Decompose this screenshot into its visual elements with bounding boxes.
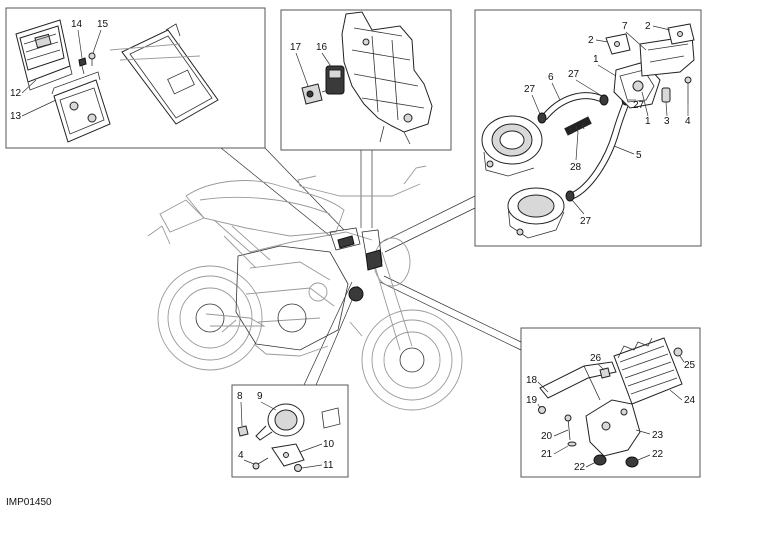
horn-mount-tab [321, 407, 341, 429]
callout-2: 2 [588, 35, 594, 46]
callout-6: 6 [548, 72, 554, 83]
bracket-2-right [667, 23, 695, 45]
nut-25 [673, 347, 683, 357]
callout-27: 27 [568, 69, 580, 80]
hose-6 [541, 92, 606, 121]
callout-20: 20 [541, 431, 553, 442]
callout-4: 4 [685, 116, 691, 127]
ecu-cover-exploded [109, 23, 219, 125]
spacer-3 [661, 87, 671, 103]
detail-frame-ecu [5, 7, 266, 149]
callout-7: 7 [622, 21, 628, 32]
callout-1: 1 [593, 54, 599, 65]
callout-4-horn: 4 [238, 450, 244, 461]
callout-17: 17 [290, 42, 302, 53]
callout-14: 14 [71, 19, 83, 30]
callout-22: 22 [574, 462, 586, 473]
detail-frame-regulator [520, 327, 701, 478]
callout-27c: 27 [633, 100, 645, 111]
callout-11: 11 [323, 460, 334, 471]
callout-22b: 22 [652, 449, 664, 460]
callout-15: 15 [97, 19, 109, 30]
ecu-unit-12 [15, 19, 73, 91]
callout-21: 21 [541, 449, 553, 460]
bracket-18 [539, 361, 617, 401]
throttle-body-lower [507, 187, 565, 239]
callout-1b: 1 [645, 116, 651, 127]
screw-4-horn [252, 457, 269, 470]
regulator-24 [613, 337, 683, 405]
callout-labels: 14 15 12 13 17 16 2 2 7 1 27 6 27 27 1 3… [10, 19, 696, 473]
detail-frame-horn [231, 384, 349, 478]
sleeve-28 [564, 116, 592, 136]
relay-16 [325, 65, 345, 95]
callout-24: 24 [684, 395, 696, 406]
ecu-screw-15 [88, 52, 96, 66]
callout-27d: 27 [580, 216, 592, 227]
callout-10: 10 [323, 439, 335, 450]
callout-18: 18 [526, 375, 538, 386]
callout-8: 8 [237, 391, 243, 402]
callout-25: 25 [684, 360, 696, 371]
connector-26 [599, 367, 611, 379]
callout-3: 3 [664, 116, 670, 127]
screw-4-panel [684, 76, 692, 104]
regulator-plate-23 [585, 399, 641, 457]
washer-21 [567, 441, 577, 447]
callout-26: 26 [590, 353, 602, 364]
grommet-22-left [593, 454, 607, 466]
detail-frame-relay-bracket [280, 9, 452, 151]
motorcycle-silhouette [147, 165, 463, 411]
ecu-bracket-13 [51, 71, 111, 143]
grommet-22-right [625, 456, 639, 468]
callout-16: 16 [316, 42, 328, 53]
nut-8 [237, 425, 249, 437]
callout-13: 13 [10, 111, 22, 122]
bracket-2-left [605, 33, 631, 55]
valve-assembly-1 [613, 35, 695, 109]
callout-2b: 2 [645, 21, 651, 32]
throttle-body-upper [481, 115, 543, 177]
callout-5: 5 [636, 150, 642, 161]
callout-28: 28 [570, 162, 582, 173]
horn-bracket-10 [271, 443, 305, 467]
front-subframe-bracket [341, 11, 433, 145]
screw-20 [564, 414, 572, 441]
detail-leader-lines [220, 147, 522, 386]
callout-12: 12 [10, 88, 22, 99]
horn-9 [255, 403, 305, 441]
callout-19: 19 [526, 395, 538, 406]
screw-11 [294, 464, 302, 472]
figure-reference-code: IMP01450 [6, 497, 52, 508]
callout-27b: 27 [524, 84, 536, 95]
nut-19 [538, 406, 546, 414]
hose-5 [570, 96, 632, 200]
relay-connector-17 [301, 83, 329, 105]
ecu-clip-14 [78, 57, 87, 75]
callout-23: 23 [652, 430, 664, 441]
detail-frame-throttle-hoses [474, 9, 702, 247]
callout-9: 9 [257, 391, 263, 402]
